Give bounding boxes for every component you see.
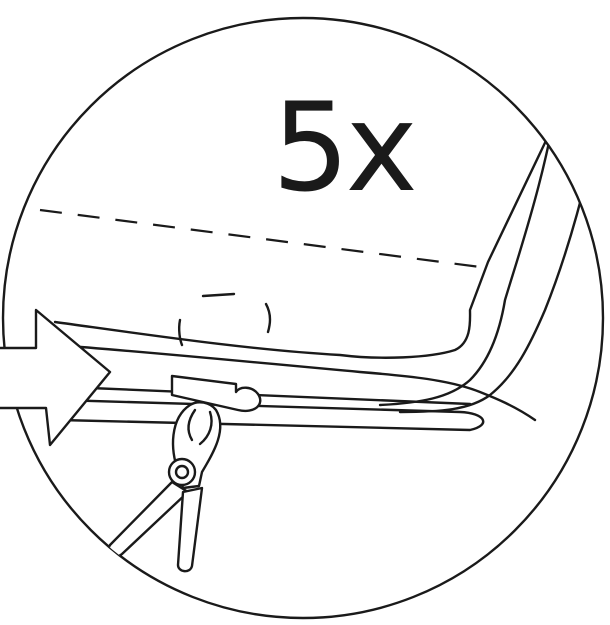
repeat-count-label: 5x	[272, 77, 415, 219]
lower-bar	[88, 386, 472, 406]
seat-cushion-bottom	[53, 343, 537, 422]
detail-circle	[1, 16, 605, 620]
fastener-clip	[170, 374, 262, 413]
lower-rail	[58, 398, 485, 432]
detail-content	[39, 68, 603, 573]
staple-mark-left	[177, 318, 184, 347]
seat-cushion-edge	[53, 78, 577, 359]
seam-dashed-line	[39, 208, 489, 270]
staple-mark-top	[201, 292, 236, 298]
pliers-icon	[107, 401, 222, 573]
staple-mark-right	[264, 302, 272, 334]
arrow-right-icon	[0, 308, 112, 447]
frame-rail-inner	[398, 83, 603, 414]
frame-rail-outer	[378, 68, 564, 407]
